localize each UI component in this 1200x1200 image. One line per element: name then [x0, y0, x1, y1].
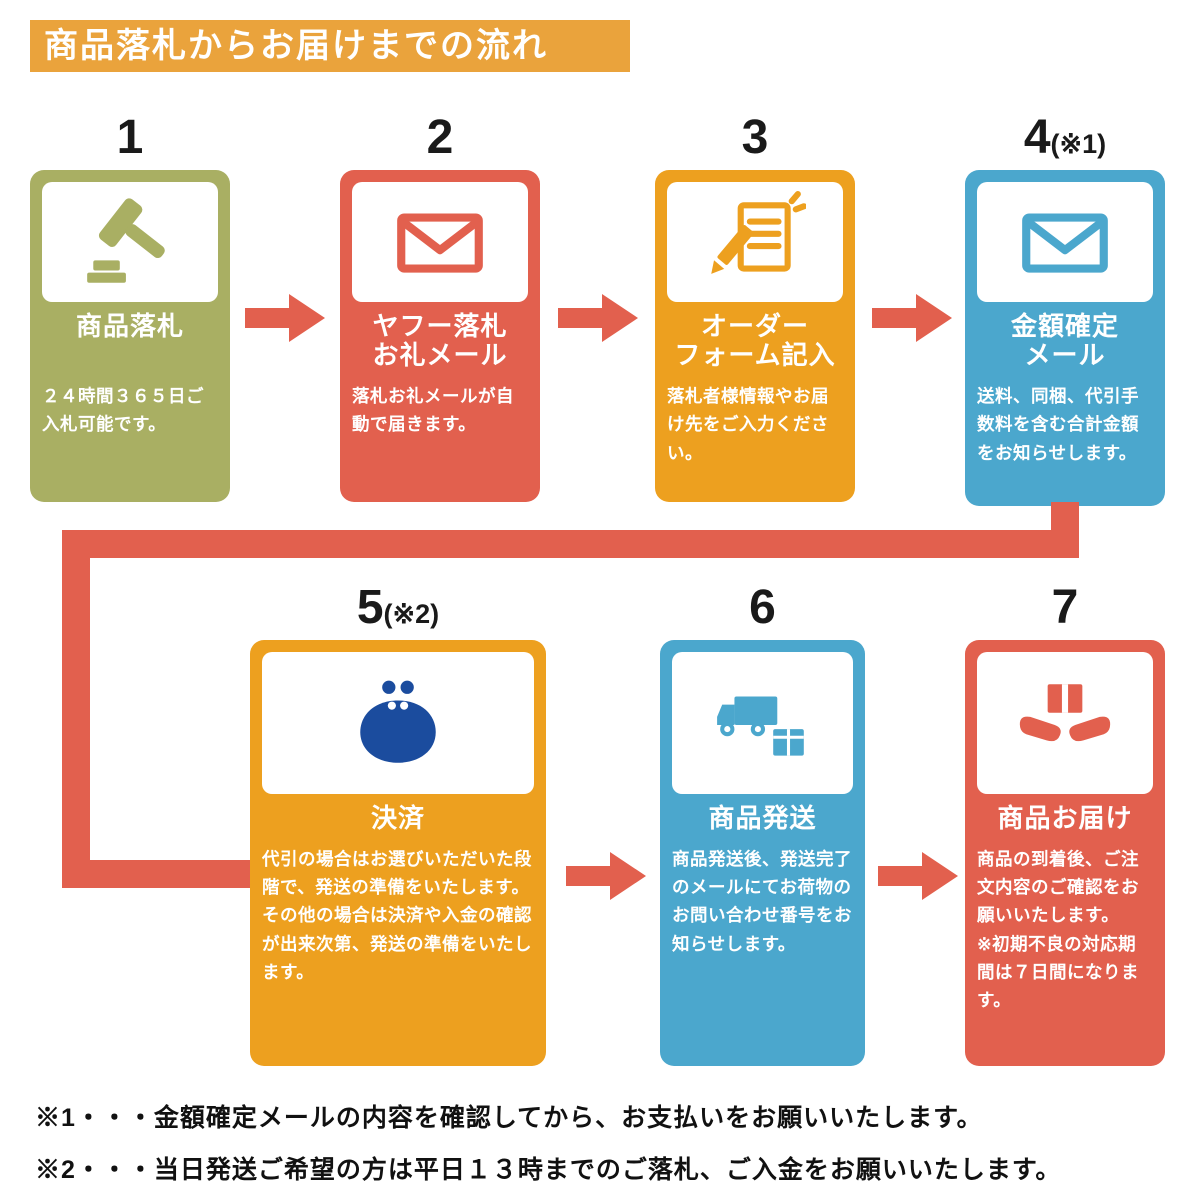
step-number-text: 4: [1023, 111, 1051, 164]
step-title: 商品落札: [75, 311, 184, 341]
step-description: 商品発送後、発送完了のメールにてお荷物のお問い合わせ番号をお知らせします。: [672, 848, 852, 954]
flow-arrow-icon: [558, 294, 638, 342]
step-card-price-mail: 金額確定 メール 送料、同梱、代引手数料を含む合計金額をお知らせします。: [965, 170, 1165, 506]
step-card-shipping: 商品発送 商品発送後、発送完了のメールにてお荷物のお問い合わせ番号をお知らせしま…: [660, 640, 865, 1066]
step-card-delivery: 商品お届け 商品の到着後、ご注文内容のご確認をお願いいたします。 ※初期不良の対…: [965, 640, 1165, 1066]
footnote-1: ※1・・・金額確定メールの内容を確認してから、お支払いをお願いいたします。: [35, 1104, 983, 1132]
step-number-3: 3: [655, 110, 855, 168]
step-title: 金額確定 メール: [1010, 311, 1119, 370]
mail-icon: [352, 182, 528, 302]
step-title: 商品お届け: [997, 803, 1133, 833]
step-title: ヤフー落札 お礼メール: [372, 311, 508, 370]
step-number-text: 1: [116, 111, 144, 164]
step-number-text: 2: [426, 111, 454, 164]
flow-arrow-icon: [566, 852, 646, 900]
page-title: 商品落札からお届けまでの流れ: [30, 20, 630, 72]
step-description: 送料、同梱、代引手数料を含む合計金額をお知らせします。: [977, 386, 1139, 463]
step-number-4: 4(※1): [965, 110, 1165, 168]
step-number-text: 5: [356, 581, 384, 634]
step-number-1: 1: [30, 110, 230, 168]
flow-arrow-icon: [245, 294, 325, 342]
step-description: ２４時間３６５日ご入札可能です。: [42, 386, 204, 435]
step-number-text: 7: [1051, 581, 1079, 634]
step-description: 落札お礼メールが自動で届きます。: [352, 386, 514, 435]
step-title: オーダー フォーム記入: [674, 311, 836, 370]
step-description: 代引の場合はお選びいただいた段階で、発送の準備をいたします。 その他の場合は決済…: [262, 848, 532, 982]
connector-line: [62, 530, 90, 888]
step-description: 商品の到着後、ご注文内容のご確認をお願いいたします。 ※初期不良の対応期間は７日…: [977, 848, 1139, 1011]
connector-line: [62, 860, 250, 888]
purse-icon: [262, 652, 534, 794]
truck-icon: [672, 652, 853, 794]
step-title: 商品発送: [708, 803, 817, 833]
step-number-text: 3: [741, 111, 769, 164]
step-title: 決済: [370, 803, 425, 833]
delivery-hands-icon: [977, 652, 1153, 794]
connector-line: [62, 530, 1079, 558]
step-number-text: 6: [749, 581, 776, 634]
flow-arrow-icon: [872, 294, 952, 342]
step-number-7: 7: [965, 580, 1165, 638]
step-number-6: 6: [660, 580, 865, 638]
step-number-5: 5(※2): [250, 580, 546, 638]
step-number-2: 2: [340, 110, 540, 168]
footnote-2: ※2・・・当日発送ご希望の方は平日１３時までのご落札、ご入金をお願いいたします。: [35, 1156, 1062, 1184]
step-card-payment: 決済 代引の場合はお選びいただいた段階で、発送の準備をいたします。 その他の場合…: [250, 640, 546, 1066]
flow-arrow-icon: [878, 852, 958, 900]
step-description: 落札者様情報やお届け先をご入力ください。: [667, 386, 829, 463]
step-card-auction: 商品落札 ２４時間３６５日ご入札可能です。: [30, 170, 230, 502]
step-number-note: (※1): [1050, 129, 1107, 159]
gavel-icon: [42, 182, 218, 302]
order-form-icon: [667, 182, 843, 302]
step-card-thanks-mail: ヤフー落札 お礼メール 落札お礼メールが自動で届きます。: [340, 170, 540, 502]
step-card-order-form: オーダー フォーム記入 落札者様情報やお届け先をご入力ください。: [655, 170, 855, 502]
step-number-note: (※2): [383, 599, 440, 629]
mail-icon: [977, 182, 1153, 302]
